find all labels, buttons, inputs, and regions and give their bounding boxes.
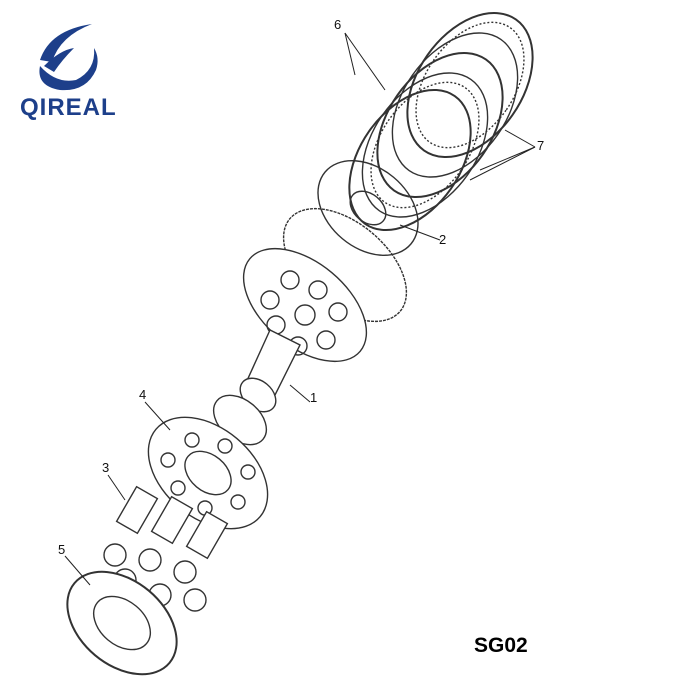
part-label-6: 6 xyxy=(334,17,342,32)
friction-ring-stack xyxy=(348,11,534,232)
part-label-1: 1 xyxy=(310,390,318,405)
piston-set xyxy=(103,485,229,612)
part-label-2: 2 xyxy=(439,232,447,247)
part-label-4: 4 xyxy=(139,387,147,402)
valve-plate xyxy=(317,160,419,256)
model-code: SG02 xyxy=(474,634,528,657)
cylinder-block xyxy=(242,207,408,363)
part-label-7: 7 xyxy=(537,138,545,153)
logo-emblem xyxy=(39,24,98,91)
swash-plate xyxy=(66,570,178,676)
logo-text: QIREAL xyxy=(20,94,117,121)
part-label-3: 3 xyxy=(102,460,110,475)
part-label-5: 5 xyxy=(58,542,66,557)
leader-lines xyxy=(64,32,536,586)
